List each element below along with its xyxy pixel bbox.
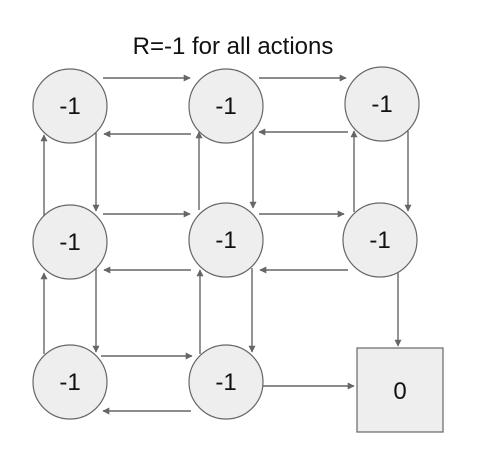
state-reward-label: -1 <box>59 93 80 120</box>
state-reward-label: -1 <box>215 369 236 396</box>
state-node-r2-c1: -1 <box>188 344 264 420</box>
state-node-r2-c0: -1 <box>32 344 108 420</box>
state-reward-label: -1 <box>215 227 236 254</box>
state-node-r1-c1: -1 <box>188 202 264 278</box>
transition-edges <box>40 74 412 415</box>
state-nodes: -1 -1 -1 -1 -1 -1 -1 -1 <box>32 66 444 433</box>
terminal-reward-label: 0 <box>393 378 406 405</box>
state-node-r0-c1: -1 <box>188 68 264 144</box>
state-node-r0-c2: -1 <box>344 66 420 142</box>
state-node-r0-c0: -1 <box>32 68 108 144</box>
state-reward-label: -1 <box>371 91 392 118</box>
state-reward-label: -1 <box>369 227 390 254</box>
diagram-title: R=-1 for all actions <box>133 33 334 60</box>
state-node-r1-c0: -1 <box>32 204 108 280</box>
state-node-r1-c2: -1 <box>342 202 418 278</box>
state-reward-label: -1 <box>59 229 80 256</box>
state-reward-label: -1 <box>215 93 236 120</box>
terminal-state-node: 0 <box>356 347 444 433</box>
state-reward-label: -1 <box>59 369 80 396</box>
